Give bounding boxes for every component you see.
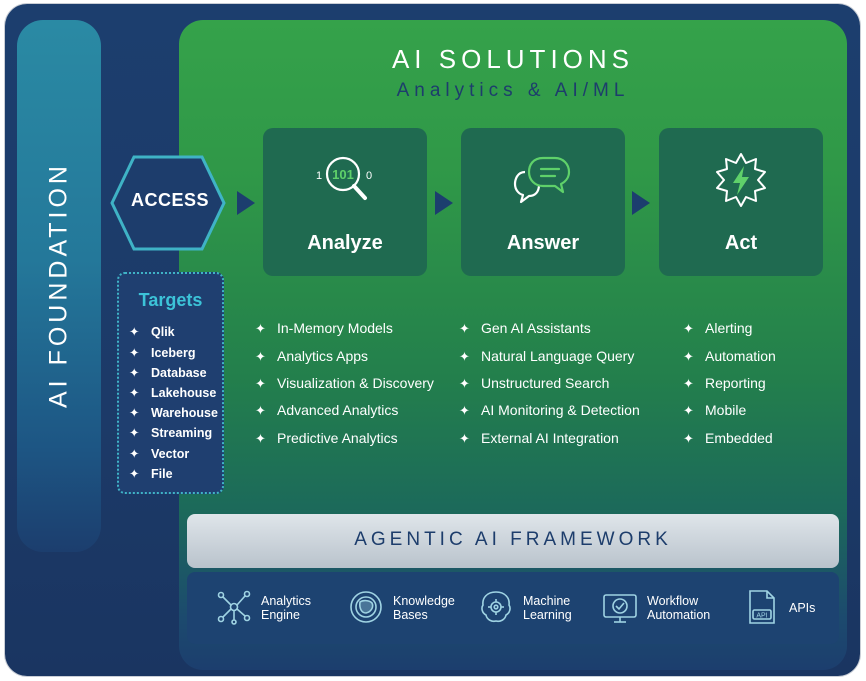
capability-item-act: ✦Embedded — [683, 430, 773, 446]
lightning-badge-icon — [716, 153, 766, 207]
capability-item-analyze: ✦In-Memory Models — [255, 320, 393, 336]
sparkle-icon: ✦ — [129, 406, 140, 420]
stage-act: Act — [659, 128, 823, 276]
sparkle-icon: ✦ — [459, 349, 470, 364]
svg-text:101: 101 — [332, 167, 354, 182]
sparkle-icon: ✦ — [129, 447, 140, 461]
sparkle-icon: ✦ — [255, 403, 266, 418]
tool-label: APIs — [789, 601, 816, 615]
network-nodes-icon — [217, 590, 251, 625]
access-label: ACCESS — [130, 190, 209, 210]
capability-item-answer: ✦Gen AI Assistants — [459, 320, 591, 336]
targets-title: Targets — [138, 290, 203, 310]
target-item: ✦Database — [129, 366, 207, 380]
target-item: ✦Warehouse — [129, 406, 218, 420]
arrow-icon — [435, 191, 453, 215]
capability-item-analyze: ✦Predictive Analytics — [255, 430, 398, 446]
agentic-framework-banner: AGENTIC AI FRAMEWORK — [187, 514, 839, 568]
stage-label: Answer — [506, 232, 580, 254]
capability-item-answer: ✦AI Monitoring & Detection — [459, 402, 640, 418]
target-item: ✦Iceberg — [129, 346, 196, 360]
stage-label: Analyze — [307, 232, 383, 254]
sparkle-icon: ✦ — [683, 321, 694, 336]
capability-item-answer: ✦External AI Integration — [459, 430, 619, 446]
sparkle-icon: ✦ — [129, 467, 140, 481]
target-item: ✦File — [129, 467, 173, 481]
magnifier-binary-icon: 101 1 0 — [316, 156, 372, 200]
sparkle-icon: ✦ — [683, 376, 694, 391]
sparkle-icon: ✦ — [459, 376, 470, 391]
stage-analyze: 101 1 0 Analyze — [263, 128, 427, 276]
access-hexagon — [110, 155, 226, 251]
capability-item-analyze: ✦Visualization & Discovery — [255, 375, 434, 391]
sparkle-icon: ✦ — [129, 426, 140, 440]
capability-item-analyze: ✦Analytics Apps — [255, 348, 369, 364]
capability-item-act: ✦Mobile — [683, 402, 747, 418]
agentic-framework-label: AGENTIC AI FRAMEWORK — [354, 529, 672, 550]
capability-item-act: ✦Reporting — [683, 375, 766, 391]
ai-solutions-subtitle: Analytics & AI/ML — [396, 80, 630, 101]
sparkle-icon: ✦ — [459, 403, 470, 418]
sparkle-icon: ✦ — [255, 431, 266, 446]
chat-bubbles-icon — [513, 156, 571, 204]
capability-item-answer: ✦Unstructured Search — [459, 375, 610, 391]
ai-foundation-label: AI FOUNDATION — [44, 162, 73, 408]
ai-solutions-title: AI SOLUTIONS — [391, 44, 635, 74]
sparkle-icon: ✦ — [255, 376, 266, 391]
capability-item-answer: ✦Natural Language Query — [459, 348, 635, 364]
sparkle-icon: ✦ — [683, 403, 694, 418]
arrow-icon — [632, 191, 650, 215]
sparkle-icon: ✦ — [129, 325, 140, 339]
sparkle-icon: ✦ — [683, 349, 694, 364]
svg-text:API: API — [756, 613, 767, 620]
targets-box: Targets ✦Qlik ✦Iceberg ✦Database ✦Lakeho… — [117, 272, 224, 494]
api-document-icon: API — [749, 590, 775, 624]
sparkle-icon: ✦ — [459, 431, 470, 446]
stage-label: Act — [724, 232, 758, 254]
arrow-icon — [237, 191, 255, 215]
capability-item-act: ✦Alerting — [683, 320, 753, 336]
sparkle-icon: ✦ — [129, 346, 140, 360]
sparkle-icon: ✦ — [255, 321, 266, 336]
brain-gear-icon — [481, 591, 511, 623]
target-item: ✦Streaming — [129, 426, 213, 440]
ai-foundation-panel — [17, 20, 101, 552]
capability-item-analyze: ✦Advanced Analytics — [255, 402, 399, 418]
stage-answer: Answer — [461, 128, 625, 276]
capability-item-act: ✦Automation — [683, 348, 776, 364]
target-item: ✦Lakehouse — [129, 386, 217, 400]
knowledge-globe-icon — [350, 591, 382, 623]
monitor-check-icon — [603, 594, 637, 623]
sparkle-icon: ✦ — [683, 431, 694, 446]
svg-text:0: 0 — [366, 170, 372, 182]
svg-text:1: 1 — [316, 170, 322, 182]
target-item: ✦Vector — [129, 447, 190, 461]
sparkle-icon: ✦ — [129, 366, 140, 380]
sparkle-icon: ✦ — [459, 321, 470, 336]
target-item: ✦Qlik — [129, 325, 175, 339]
sparkle-icon: ✦ — [129, 386, 140, 400]
sparkle-icon: ✦ — [255, 349, 266, 364]
